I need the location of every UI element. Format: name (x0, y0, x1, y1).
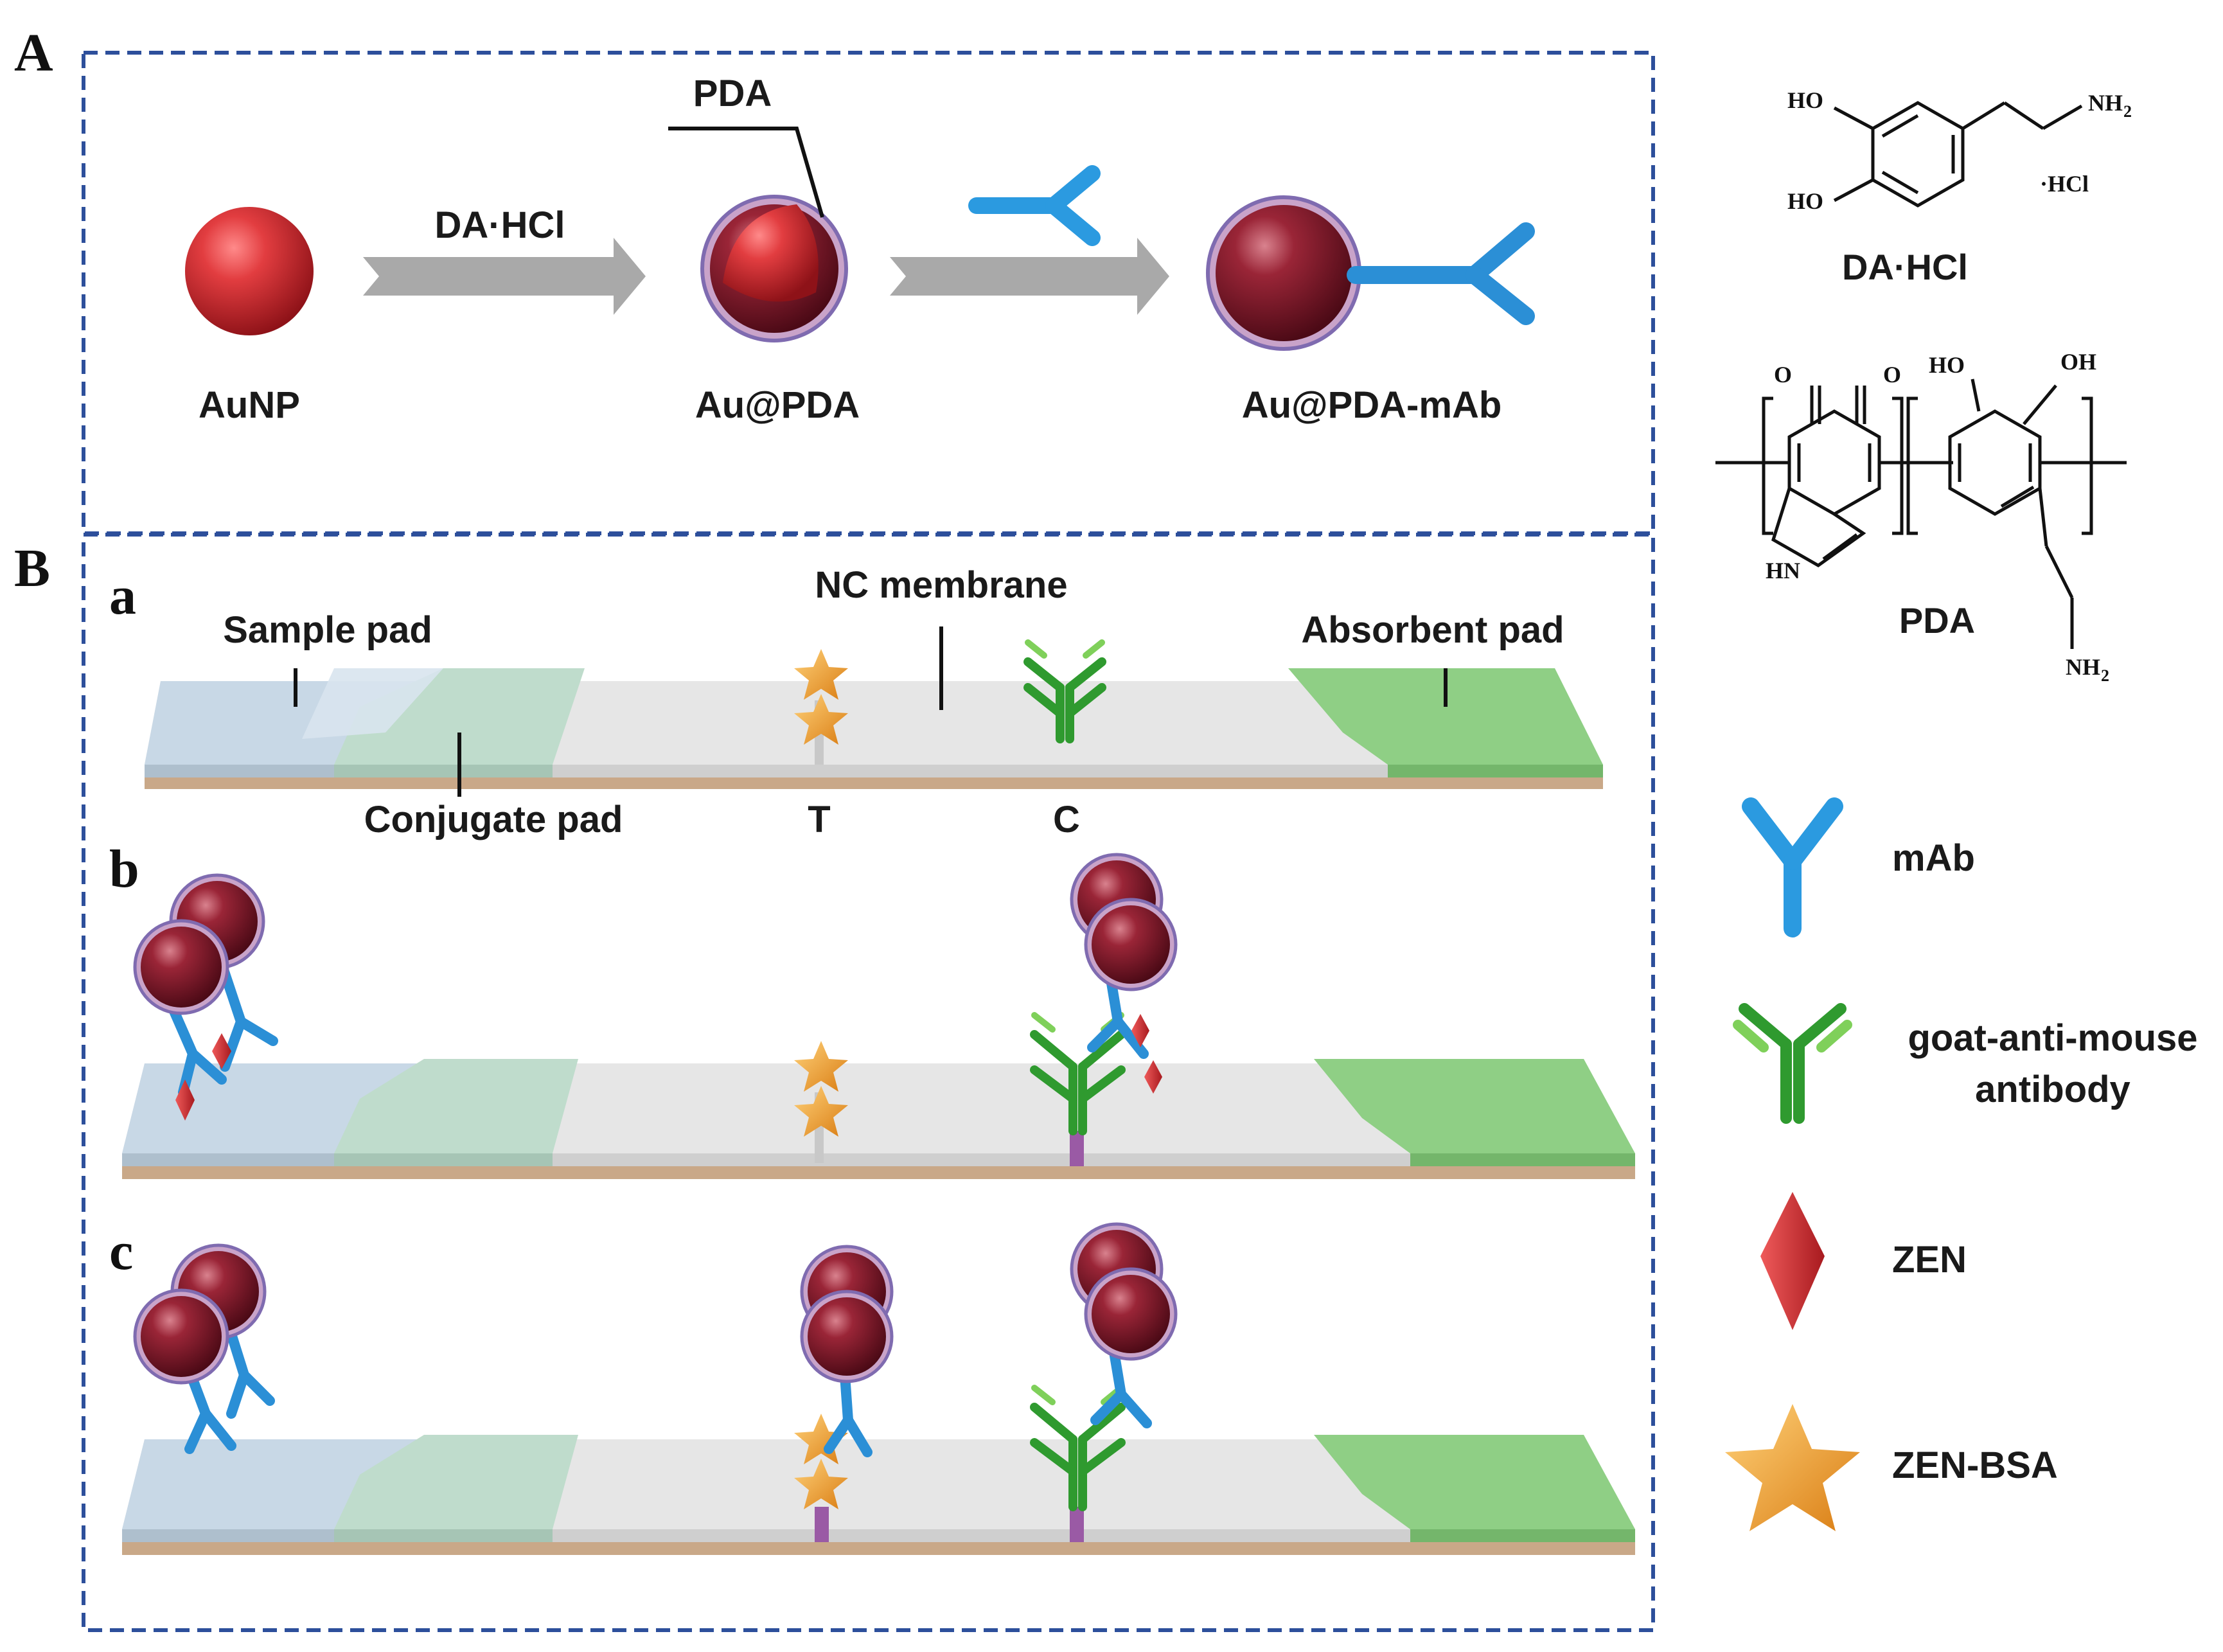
au-pda-particle (700, 195, 848, 342)
legend-goat-line1: goat-anti-mouse (1908, 1017, 2197, 1059)
strip-c-sample-conjugates (133, 1243, 275, 1454)
au-pda-label: Au@PDA (695, 384, 860, 426)
pda-oh: OH (2060, 349, 2096, 375)
strip-a-absorbent-pad (1288, 668, 1603, 765)
c-line-label: C (1053, 799, 1080, 840)
pda-o-left: O (1774, 362, 1792, 387)
strip-a-c-goat-antibody (1023, 639, 1106, 743)
pda-name: PDA (1899, 600, 1975, 641)
panel-b-letter: B (14, 538, 50, 598)
pda-nh2-sub: 2 (2101, 666, 2109, 685)
legend-zen-icon (1760, 1192, 1825, 1330)
pda-pointer-line (668, 127, 824, 218)
aunp-particle (185, 207, 314, 335)
legend-mab-label: mAb (1892, 837, 1975, 879)
sub-a-letter: a (109, 566, 136, 626)
legend-zen-bsa-icon (1725, 1404, 1860, 1531)
strip-c-c-complex (1030, 1222, 1178, 1511)
sub-c-letter: c (109, 1221, 133, 1281)
arrow-1 (363, 238, 646, 315)
panel-a-letter: A (14, 23, 53, 83)
pda-hn: HN (1766, 558, 1800, 583)
strip-b-conjugate-pad (334, 1059, 578, 1153)
conjugate-pad-label: Conjugate pad (364, 799, 623, 840)
strip-a (145, 668, 1603, 789)
legend-goat-line2: antibody (1975, 1069, 2130, 1110)
strip-c-absorbent-pad (1314, 1435, 1635, 1529)
strip-b-absorbent-pad (1314, 1059, 1635, 1153)
t-line-label: T (808, 799, 830, 840)
strip-c-t-complex (794, 1245, 894, 1509)
arrow-2 (890, 238, 1169, 315)
legend-zen-label: ZEN (1892, 1239, 1967, 1281)
reagent-label: DA·HCl (435, 204, 565, 246)
da-hcl-name: DA·HCl (1842, 247, 1968, 287)
pda-shell-label: PDA (693, 73, 772, 114)
au-pda-mab-label: Au@PDA-mAb (1242, 384, 1502, 426)
da-ho-bottom: HO (1787, 188, 1823, 214)
strip-c-conjugate-pad (334, 1435, 578, 1529)
legend-mab-icon (1742, 797, 1843, 937)
pda-structure (1715, 378, 2127, 649)
strip-c (122, 1435, 1635, 1555)
pda-o-right: O (1883, 362, 1901, 387)
da-nh2: NH (2088, 90, 2123, 116)
strip-b (122, 1059, 1635, 1179)
legend-goat-antibody-icon (1733, 1003, 1852, 1124)
pda-ho: HO (1929, 352, 1965, 378)
strip-b-t-stars (794, 1041, 848, 1163)
pda-nh2: NH (2066, 654, 2100, 680)
da-hcl-structure (1833, 101, 2083, 208)
legend-zen-bsa-label: ZEN-BSA (1892, 1444, 2058, 1486)
aunp-label: AuNP (199, 384, 300, 426)
da-nh2-sub: 2 (2123, 102, 2132, 121)
panel-a-frame (82, 51, 1655, 535)
strip-b-c-complex (1030, 853, 1178, 1135)
strip-a-t-stars (794, 649, 848, 765)
mab-over-arrow-icon (968, 165, 1101, 246)
au-pda-mab-conjugate (1206, 195, 1535, 351)
sub-b-letter: b (109, 839, 139, 899)
absorbent-pad-label: Absorbent pad (1301, 609, 1564, 651)
nc-membrane-label: NC membrane (815, 564, 1067, 606)
da-hcl-salt: ·HCl (2040, 171, 2089, 197)
sample-pad-label: Sample pad (223, 609, 432, 651)
da-ho-top: HO (1787, 87, 1823, 113)
strip-b-sample-conjugates (133, 873, 278, 1121)
